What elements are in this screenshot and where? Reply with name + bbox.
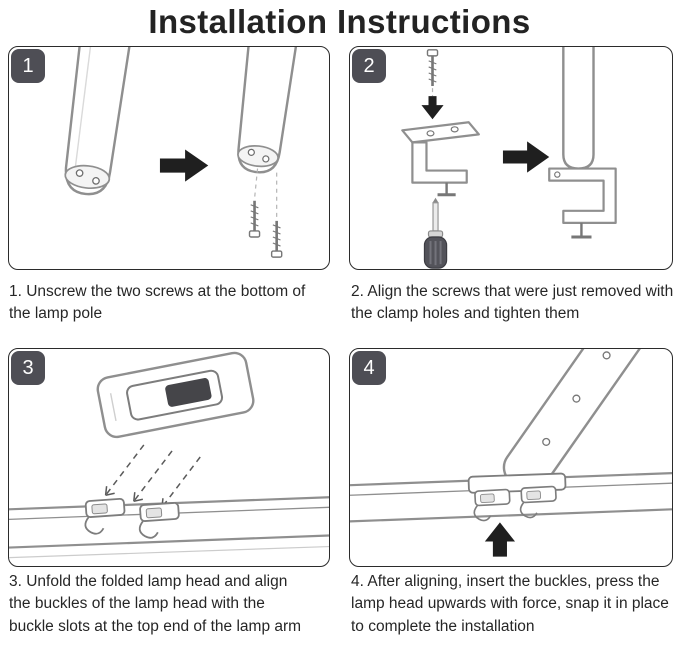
step1-caption: 1. Unscrew the two screws at the bottom … — [9, 283, 306, 323]
clamp-assembled-on-pole — [548, 47, 617, 239]
step3-panel: 3 — [8, 348, 330, 567]
buckles-inserted — [467, 472, 567, 522]
step4-number-badge: 4 — [352, 351, 386, 385]
step1-illustration — [64, 47, 301, 259]
arrow-up-icon — [484, 522, 516, 557]
step1-number-badge: 1 — [11, 49, 45, 83]
step2-number-badge: 2 — [352, 49, 386, 83]
clamp-exploded-view — [401, 48, 480, 197]
step3-number-badge: 3 — [11, 351, 45, 385]
lamp-head — [96, 351, 255, 439]
arrow-right-icon — [159, 149, 209, 182]
step4-illustration — [350, 349, 672, 557]
lamp-pole-with-screws — [64, 47, 134, 196]
step4-panel: 4 — [349, 348, 673, 567]
arrow-down-icon — [421, 96, 444, 120]
step2-illustration — [401, 47, 617, 269]
step1-panel: 1 — [8, 46, 330, 270]
arrow-right-icon — [502, 141, 550, 173]
step2-caption: 2. Align the screws that were just remov… — [351, 283, 674, 323]
removed-screws — [248, 199, 284, 259]
lamp-pole-screws-removed — [237, 47, 301, 259]
step2-panel: 2 — [349, 46, 673, 270]
step3-caption: 3. Unfold the folded lamp head and align… — [9, 573, 302, 635]
step4-caption: 4. After aligning, insert the buckles, p… — [351, 573, 669, 635]
screwdriver — [423, 197, 448, 269]
page-title: Installation Instructions — [148, 3, 531, 40]
step3-illustration — [9, 351, 329, 559]
alignment-dashed-arrows — [104, 444, 201, 509]
